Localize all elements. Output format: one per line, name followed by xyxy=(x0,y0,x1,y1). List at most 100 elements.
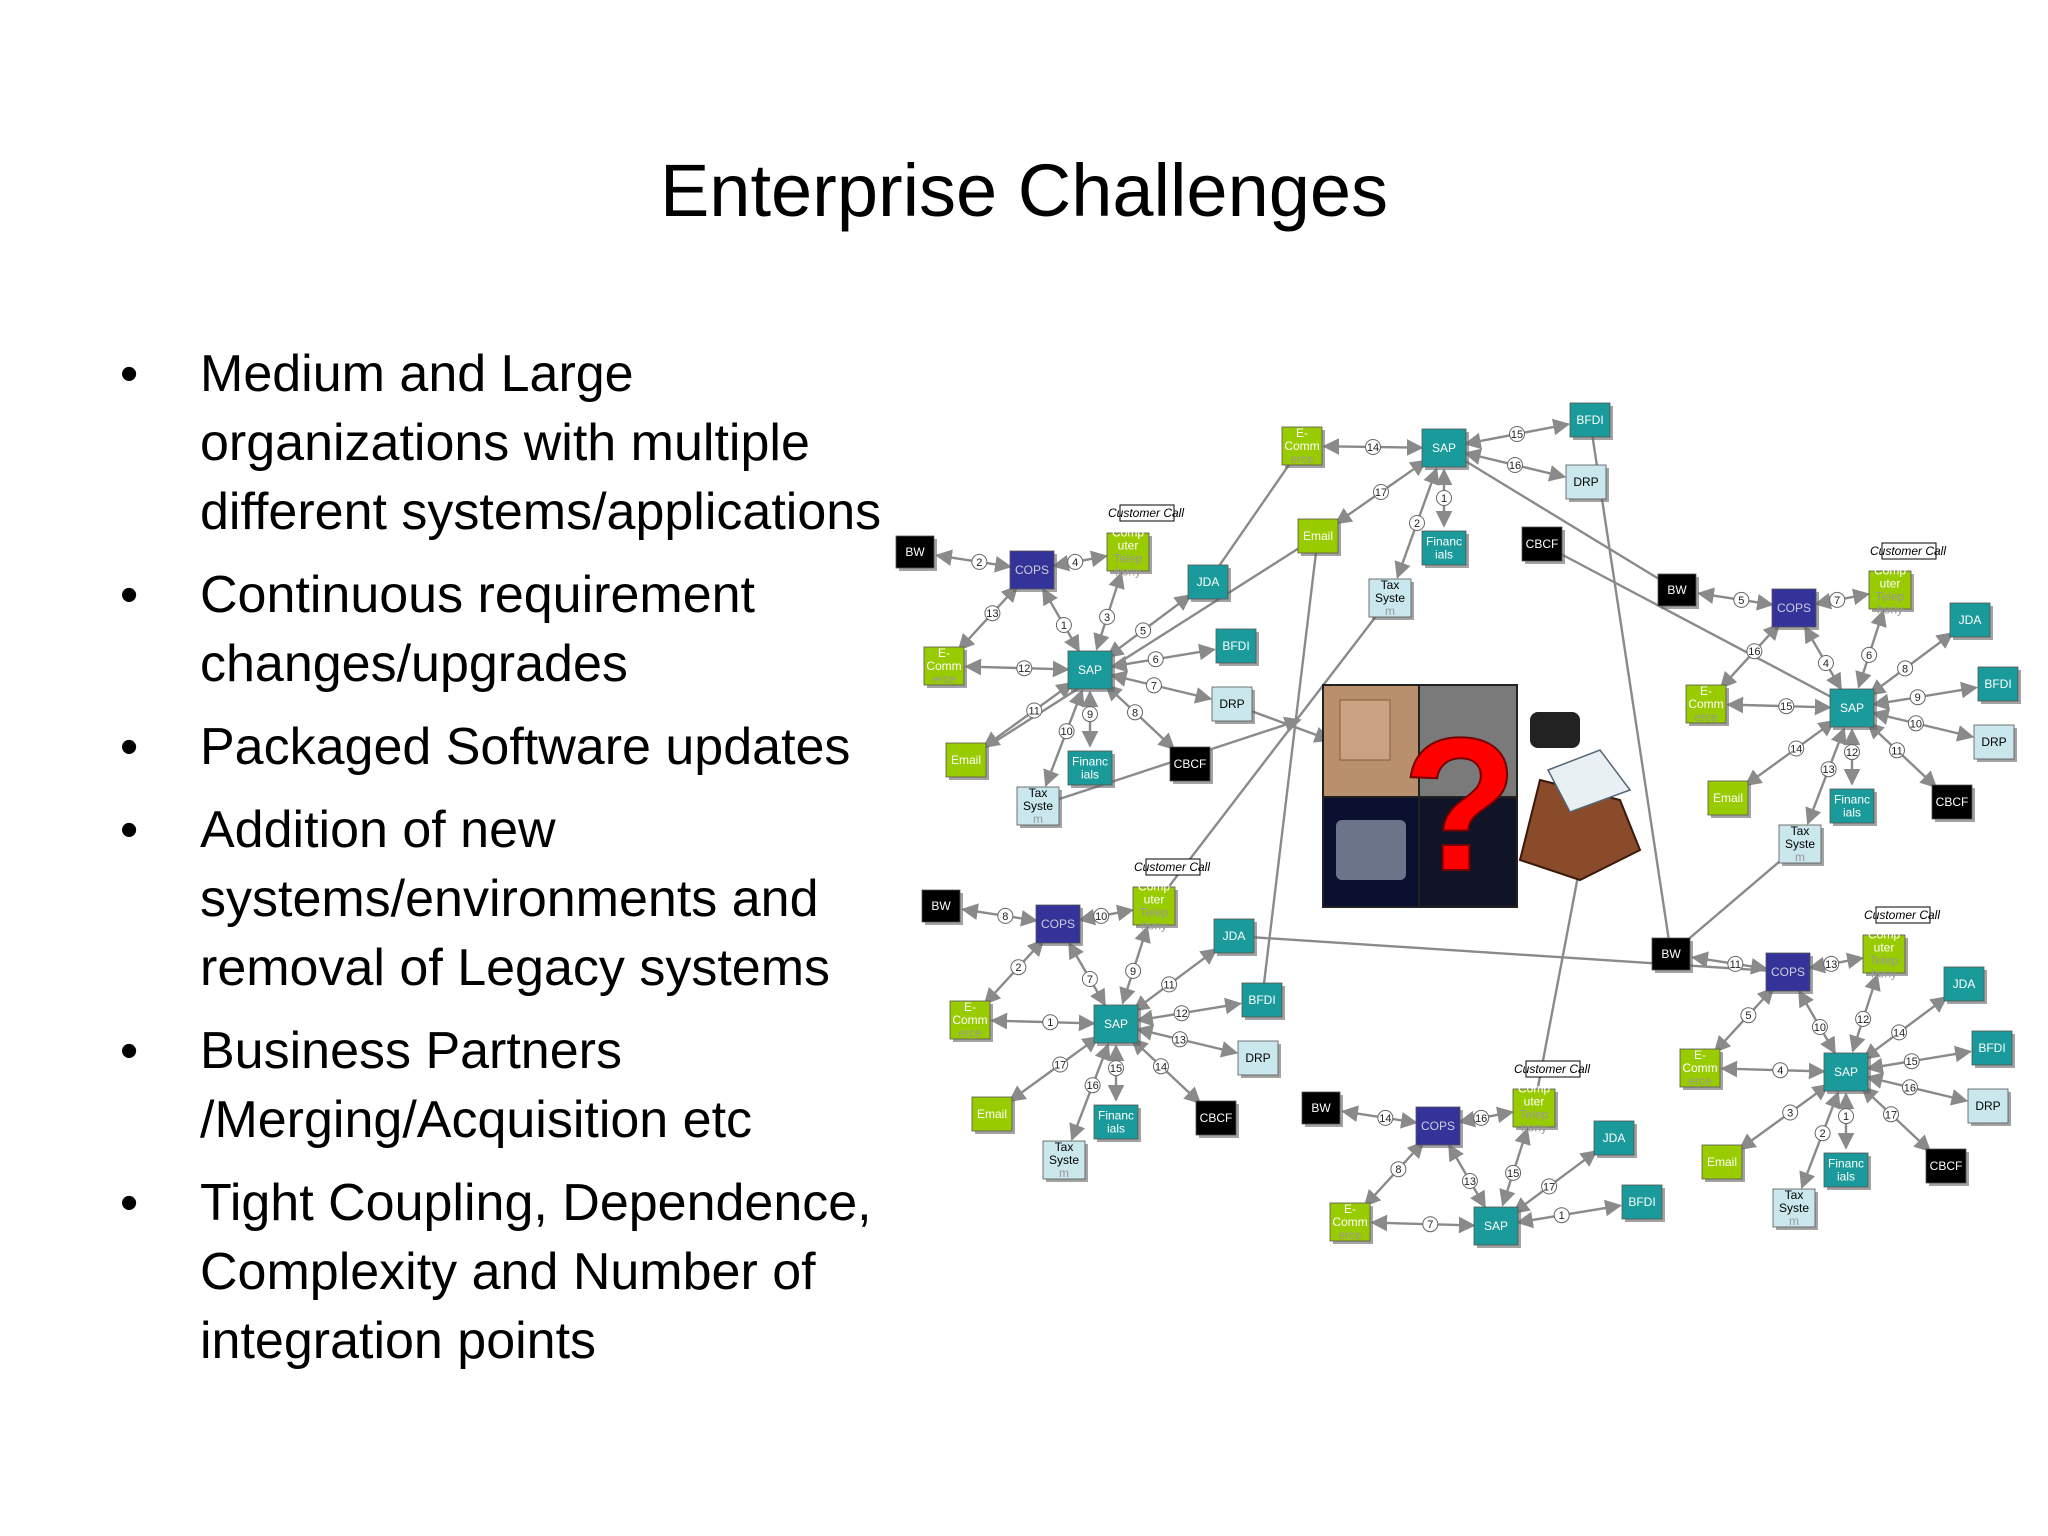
system-label: Financ xyxy=(1834,793,1870,807)
system-label: SAP xyxy=(1834,1065,1858,1079)
system-box-cops: COPS xyxy=(1415,1106,1463,1148)
edge-number-badge: 15 xyxy=(1505,1164,1522,1181)
edge-number-badge: 16 xyxy=(1473,1109,1490,1126)
edge-number: 15 xyxy=(1110,1063,1122,1075)
edge-number-badge: 10 xyxy=(1811,1019,1828,1035)
edge-number-badge: 9 xyxy=(1909,689,1926,706)
svg-text:Customer Call: Customer Call xyxy=(1134,860,1210,874)
edge-number: 15 xyxy=(1507,1168,1519,1180)
system-box-bfdi: BFDI xyxy=(1569,402,1613,440)
system-box-bfdi: BFDI xyxy=(1971,1030,2015,1068)
edge-number: 11 xyxy=(1028,706,1039,718)
svg-text:2: 2 xyxy=(1414,518,1420,530)
edge-number-badge: 11 xyxy=(1889,742,1905,759)
edge-number: 14 xyxy=(1379,1113,1391,1125)
edge-number: 8 xyxy=(1132,707,1138,719)
system-label: hony xyxy=(1521,1121,1547,1135)
system-label: BFDI xyxy=(1248,993,1275,1007)
edge-number: 11 xyxy=(1891,745,1902,757)
svg-text:Customer Call: Customer Call xyxy=(1514,1062,1590,1076)
edge-number-badge: 2 xyxy=(1814,1125,1831,1142)
edge-number: 15 xyxy=(1780,701,1792,713)
system-label: uter xyxy=(1880,577,1901,591)
edge-number-badge: 1 xyxy=(1838,1108,1854,1125)
system-label: Tax xyxy=(1029,786,1048,800)
bullet-glyph: • xyxy=(120,1022,139,1080)
edge-number-badge: 15 xyxy=(1903,1053,1920,1070)
system-label: Comp xyxy=(1518,1082,1550,1096)
svg-text:15: 15 xyxy=(1511,429,1523,441)
system-label: SAP xyxy=(1432,441,1456,455)
system-box-bw: BW xyxy=(921,889,963,925)
system-label: COPS xyxy=(1015,563,1049,577)
system-label: Comm xyxy=(1688,697,1723,711)
integration-edge xyxy=(1583,418,1678,956)
system-label: CBCF xyxy=(1174,757,1207,771)
system-label: m xyxy=(1059,1166,1069,1180)
system-label: COPS xyxy=(1421,1119,1455,1133)
system-box-bw: BW xyxy=(1657,573,1699,609)
system-label: DRP xyxy=(1219,697,1244,711)
edge-number: 7 xyxy=(1151,680,1157,692)
system-box-email: Email xyxy=(945,742,989,780)
system-label: JDA xyxy=(1223,929,1246,943)
system-label: Email xyxy=(1303,529,1333,543)
svg-text:Customer Call: Customer Call xyxy=(1108,506,1184,520)
system-label: erce xyxy=(1338,1228,1362,1242)
slide-title: Enterprise Challenges xyxy=(659,149,1389,232)
edge-number: 4 xyxy=(1823,658,1829,670)
system-box-bw: BW xyxy=(1651,937,1693,973)
system-label: m xyxy=(1033,812,1043,826)
edge-number-badge: 5 xyxy=(1733,591,1750,608)
system-label: ials xyxy=(1843,806,1861,820)
integration-edge xyxy=(1207,444,1303,584)
edge-number-badge: 3 xyxy=(1099,608,1116,625)
edge-number: 12 xyxy=(1846,747,1858,759)
system-cluster: 12345678910111213SAPCOPSBWComputerTeleph… xyxy=(895,504,1259,828)
system-label: Telep xyxy=(1876,590,1905,604)
system-label: Financ xyxy=(1828,1157,1864,1171)
edge-number-badge: 10 xyxy=(1093,907,1110,924)
system-box-email: Email xyxy=(1707,780,1751,818)
edge-number-badge: 12 xyxy=(1844,744,1860,761)
system-box-drp: DRP xyxy=(1565,464,1609,502)
system-label: E- xyxy=(1344,1202,1356,1216)
system-label: Syste xyxy=(1779,1201,1809,1215)
system-label: Telep xyxy=(1140,906,1169,920)
system-label: E- xyxy=(1694,1048,1706,1062)
system-box-cbcf: CBCF xyxy=(1169,746,1213,784)
system-cluster: 101112131415161712345SAPCOPSBWComputerTe… xyxy=(1651,906,2015,1230)
svg-text:1: 1 xyxy=(1441,493,1447,505)
bullet-line: organizations with multiple xyxy=(200,414,810,472)
edge-number-badge: 8 xyxy=(1897,660,1914,677)
edge-number-badge: 17 xyxy=(1883,1106,1899,1123)
edge-number: 4 xyxy=(1072,557,1078,569)
system-label: Telep xyxy=(1520,1108,1549,1122)
edge-number: 10 xyxy=(1095,911,1107,923)
bullet-line: Business Partners xyxy=(200,1022,622,1080)
system-label: CBCF xyxy=(1936,795,1969,809)
edge-number-badge: 2 xyxy=(971,553,988,570)
question-mark-icon: ? xyxy=(1402,699,1518,911)
system-label: BFDI xyxy=(1984,677,2011,691)
edge-number-badge: 14 xyxy=(1891,1024,1908,1041)
system-label: Tax xyxy=(1055,1140,1074,1154)
edge-number-badge: 14 xyxy=(1377,1109,1394,1126)
edge-number: 1 xyxy=(1559,1210,1565,1222)
system-label: hony xyxy=(1871,967,1897,981)
system-label: hony xyxy=(1115,565,1141,579)
edge-number-badge: 17 xyxy=(1541,1178,1558,1195)
system-cluster: 45678910111213141516SAPCOPSBWComputerTel… xyxy=(1657,542,2021,866)
customer-call-label: Customer Call xyxy=(1108,504,1184,522)
edge-number-badge: 2 xyxy=(1010,959,1027,976)
edge-number-badge: 5 xyxy=(1740,1007,1757,1024)
edge-number-badge: 1 xyxy=(1436,490,1452,506)
system-box-bw: BW xyxy=(1301,1091,1343,1127)
